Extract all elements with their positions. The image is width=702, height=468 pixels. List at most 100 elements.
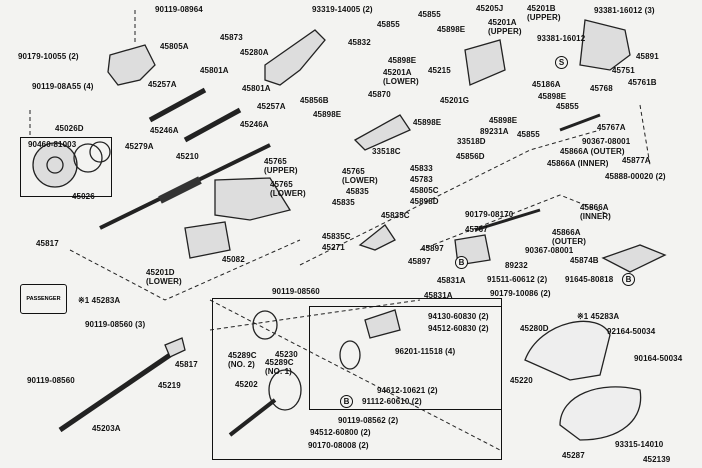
part-number-label: 45891 — [636, 52, 659, 61]
part-number-label: 45751 — [612, 66, 635, 75]
part-number-label: 45215 — [428, 66, 451, 75]
part-number-label: 45289C (NO. 2) — [228, 351, 257, 369]
part-number-label: 91645-80818 — [565, 275, 614, 284]
part-number-label: 45855 — [517, 130, 540, 139]
part-number-label: 93381-16012 (3) — [594, 6, 655, 15]
part-number-label: 45866A (OUTER) — [560, 147, 625, 156]
part-number-label: 90367-08001 — [525, 246, 574, 255]
part-number-label: 452139 — [643, 455, 671, 464]
part-number-label: 90119-08560 (3) — [85, 320, 146, 329]
part-number-label: 45186A — [532, 80, 561, 89]
circle-mark-s: S — [555, 56, 568, 69]
part-number-label: 94612-10621 (2) — [377, 386, 438, 395]
part-number-label: 45289C (NO. 1) — [265, 358, 294, 376]
part-number-label: 93315-14010 — [615, 440, 664, 449]
part-number-label: 45835C — [381, 211, 410, 220]
part-number-label: 90119-08A55 (4) — [32, 82, 94, 91]
part-number-label: 90119-08560 — [27, 376, 75, 385]
part-number-label: 45220 — [510, 376, 533, 385]
part-number-label: 89232 — [505, 261, 528, 270]
part-number-label: 94130-60830 (2) — [428, 312, 489, 321]
part-number-label: 45765 (UPPER) — [264, 157, 298, 175]
part-number-label: 45765 (LOWER) — [270, 180, 306, 198]
circle-mark-b: B — [340, 395, 353, 408]
part-number-label: 45805C — [410, 186, 439, 195]
part-number-label: 45873 — [220, 33, 243, 42]
part-number-label: 45219 — [158, 381, 181, 390]
circle-mark-b: B — [455, 256, 468, 269]
part-number-label: 93319-14005 (2) — [312, 5, 373, 14]
part-number-label: 45246A — [240, 120, 269, 129]
part-number-label: 45856B — [300, 96, 329, 105]
part-number-label: 45257A — [148, 80, 177, 89]
lower-cover — [559, 386, 642, 441]
part-number-label: 90460-81003 — [28, 140, 77, 149]
bracket-45805A — [107, 44, 156, 86]
part-number-label: ※1 45283A — [78, 296, 121, 305]
part-number-label: 45761B — [628, 78, 657, 87]
part-number-label: 45856D — [456, 152, 485, 161]
part-number-label: 45831A — [424, 291, 453, 300]
column-bracket — [214, 177, 292, 221]
part-number-label: 94512-60830 (2) — [428, 324, 489, 333]
part-number-label: 45768 — [590, 84, 613, 93]
part-number-label: 45898D — [410, 197, 439, 206]
part-number-label: 45877A — [622, 156, 651, 165]
part-number-label: 45201A (UPPER) — [488, 18, 522, 36]
part-number-label: 90119-08562 (2) — [338, 416, 399, 425]
part-number-label: 45835 — [346, 187, 369, 196]
part-number-label: 90179-10086 (2) — [490, 289, 551, 298]
part-number-label: 45832 — [348, 38, 371, 47]
part-number-label: 45866A (OUTER) — [552, 228, 587, 246]
part-number-label: 45765 (LOWER) — [342, 167, 378, 185]
part-number-label: 90119-08560 — [272, 287, 320, 296]
part-number-label: 45202 — [235, 380, 258, 389]
part-number-label: 45866A (INNER) — [547, 159, 609, 168]
part-number-label: 45026D — [55, 124, 84, 133]
part-number-label: 45026 — [72, 192, 95, 201]
part-number-label: 91112-60610 (2) — [362, 397, 422, 406]
part-number-label: 45897 — [408, 257, 431, 266]
part-number-label: 45230 — [275, 350, 298, 359]
part-number-label: 33518C — [372, 147, 401, 156]
part-number-label: 94512-60800 (2) — [310, 428, 371, 437]
part-number-label: 45888-00020 (2) — [605, 172, 666, 181]
part-number-label: 45870 — [368, 90, 391, 99]
circle-mark-b: B — [622, 273, 635, 286]
part-number-label: 45835C — [322, 232, 351, 241]
part-number-label: 45855 — [377, 20, 400, 29]
part-number-label: 45898E — [388, 56, 417, 65]
part-number-label: 45833 — [410, 164, 433, 173]
part-number-label: 96201-11518 (4) — [395, 347, 456, 356]
part-number-label: 45280A — [240, 48, 269, 57]
intermediate-shaft — [58, 352, 172, 433]
upper-cover — [524, 320, 611, 381]
part-number-label: 45783 — [410, 175, 433, 184]
part-number-label: 90179-08170 — [465, 210, 514, 219]
part-number-label: 45210 — [176, 152, 199, 161]
part-number-label: 45280D — [520, 324, 549, 333]
part-number-label: 45855 — [418, 10, 441, 19]
part-number-label: 45201A (LOWER) — [383, 68, 419, 86]
part-number-label: ※1 45283A — [577, 312, 620, 321]
part-number-label: 45801A — [200, 66, 229, 75]
part-number-label: 45898E — [437, 25, 466, 34]
frame-45230 — [309, 306, 502, 410]
part-number-label: 45767 — [465, 225, 488, 234]
part-number-label: 93381-16012 — [537, 34, 586, 43]
part-number-label: 45201D (LOWER) — [146, 268, 182, 286]
part-number-label: 45287 — [562, 451, 585, 460]
part-number-label: 45855 — [556, 102, 579, 111]
part-number-label: 45271 — [322, 243, 345, 252]
frame-45026D — [20, 137, 112, 197]
part-number-label: 45257A — [257, 102, 286, 111]
part-number-label: 45898E — [489, 116, 518, 125]
part-number-label: 45898E — [313, 110, 342, 119]
part-number-label: 45246A — [150, 126, 179, 135]
part-number-label: 45898E — [413, 118, 442, 127]
part-number-label: 89231A — [480, 127, 509, 136]
part-number-label: 45817 — [36, 239, 59, 248]
part-number-label: 45866A (INNER) — [580, 203, 611, 221]
